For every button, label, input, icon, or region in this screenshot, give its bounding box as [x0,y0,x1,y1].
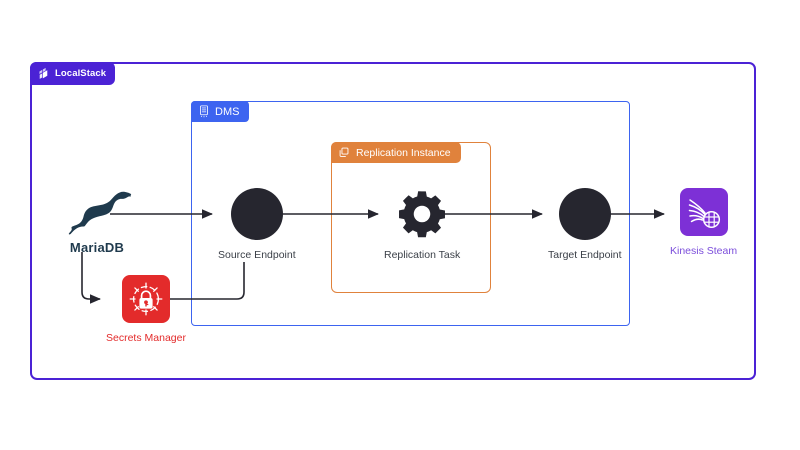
filled-circle-icon [230,188,283,240]
kinesis-stream-icon [679,188,728,236]
mariadb-seal-logo-icon [58,190,136,240]
localstack-logo-icon [37,67,50,80]
dms-badge-label: DMS [215,105,240,118]
mariadb-wordmark: MariaDB [69,240,125,255]
secrets-manager-lock-icon [121,275,170,323]
node-mariadb: MariaDB [58,190,136,255]
node-secrets-manager-label: Secrets Manager [106,332,186,344]
node-kinesis-stream-label: Kinesis Steam [670,245,738,257]
replication-instance-badge-label: Replication Instance [356,146,451,159]
localstack-badge-label: LocalStack [55,68,107,79]
node-secrets-manager[interactable]: Secrets Manager [106,275,186,344]
filled-circle-icon [558,188,611,240]
node-replication-task-label: Replication Task [384,249,461,261]
replication-instance-badge: Replication Instance [331,142,461,163]
node-kinesis-stream[interactable]: Kinesis Steam [670,188,737,257]
localstack-badge: LocalStack [30,62,116,85]
localstack-container [30,62,756,380]
node-replication-task[interactable]: Replication Task [384,188,460,261]
dms-badge: DMS [191,101,250,122]
node-target-endpoint-label: Target Endpoint [548,249,622,261]
database-icon [198,105,210,118]
node-source-endpoint-label: Source Endpoint [218,249,296,261]
copy-icon [338,147,350,159]
node-target-endpoint[interactable]: Target Endpoint [548,188,622,261]
gear-icon [396,188,448,240]
node-mariadb-label: MariaDB [70,240,124,255]
node-source-endpoint[interactable]: Source Endpoint [218,188,296,261]
